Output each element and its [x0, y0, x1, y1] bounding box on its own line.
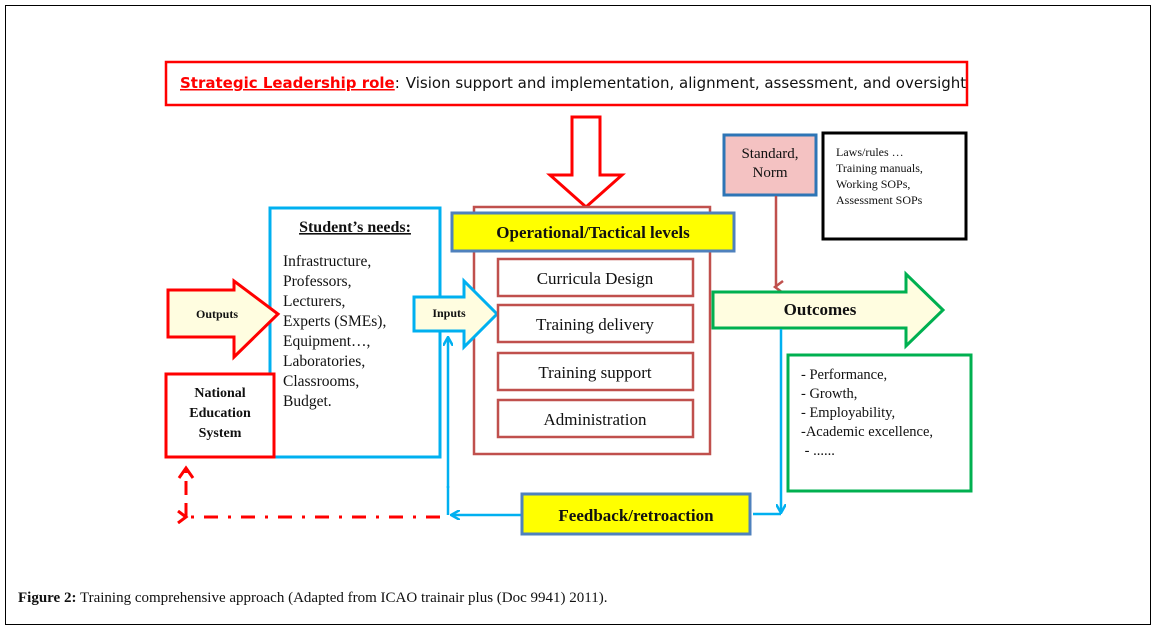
caption-text: Training comprehensive approach (Adapted…	[76, 590, 608, 606]
svg-text:Training support: Training support	[538, 363, 651, 382]
outcomes-label: Outcomes	[784, 300, 857, 319]
svg-text:Administration: Administration	[544, 410, 647, 429]
figure-caption: Figure 2: Training comprehensive approac…	[18, 590, 607, 607]
feedback-label: Feedback/retroaction	[558, 506, 714, 525]
operational-item-administration: Administration	[496, 398, 695, 439]
operational-title: Operational/Tactical levels	[496, 223, 690, 242]
up-arrowhead-icon	[177, 465, 195, 479]
students-need-item: Experts (SMEs),	[283, 313, 386, 330]
outcome-item: - Growth,	[801, 386, 857, 402]
standard-norm-line2: Norm	[753, 165, 788, 181]
students-need-item: Equipment…,	[283, 333, 370, 350]
outcomes-arrow: Outcomes	[711, 270, 946, 350]
strategic-leadership-label: Strategic Leadership role	[180, 74, 395, 92]
outputs-arrow: Outputs	[166, 278, 281, 361]
students-need-item: Budget.	[283, 393, 332, 410]
outputs-label: Outputs	[196, 307, 238, 321]
laws-rules-box: Laws/rules … Training manuals, Working S…	[821, 131, 968, 241]
inputs-arrow: Inputs	[412, 277, 500, 351]
national-education-line: Education	[189, 406, 251, 421]
students-needs-title: Student’s needs:	[299, 219, 411, 236]
caption-label: Figure 2:	[18, 590, 77, 606]
students-need-item: Infrastructure,	[283, 253, 371, 270]
operational-title-banner: Operational/Tactical levels	[450, 211, 736, 253]
svg-text:Strategic Leadership role:Visi: Strategic Leadership role: Vision support…	[180, 74, 966, 92]
standard-norm-line1: Standard,	[741, 146, 798, 162]
laws-line-3: Assessment SOPs	[836, 193, 923, 207]
standard-norm-box: Standard, Norm	[722, 133, 818, 197]
strategic-leadership-box: Strategic Leadership role: Vision support…	[164, 60, 969, 107]
outcome-item: - Employability,	[801, 405, 895, 421]
students-need-item: Lecturers,	[283, 293, 345, 310]
students-need-item: Professors,	[283, 273, 351, 290]
operational-item-training-delivery: Training delivery	[496, 303, 695, 344]
operational-item-training-support: Training support	[496, 351, 695, 392]
national-education-line: System	[199, 426, 242, 441]
feedback-retroaction-box: Feedback/retroaction	[520, 492, 752, 536]
strategic-down-arrow-icon	[546, 115, 626, 210]
students-need-item: Laboratories,	[283, 353, 365, 370]
students-need-item: Classrooms,	[283, 373, 359, 390]
outcome-item: - ......	[801, 443, 835, 459]
strategic-separator: :	[395, 74, 400, 92]
inputs-label: Inputs	[432, 306, 466, 320]
laws-line-1: Training manuals,	[836, 161, 923, 175]
national-education-line: National	[194, 386, 245, 401]
strategic-leadership-text: Vision support and implementation, align…	[406, 74, 966, 92]
outcome-item: - Performance,	[801, 367, 887, 383]
operational-item-curricula-design: Curricula Design	[496, 257, 695, 298]
national-education-system-box: National Education System	[164, 372, 276, 459]
laws-line-0: Laws/rules …	[836, 145, 904, 159]
outcome-item: -Academic excellence,	[801, 424, 933, 440]
svg-text:Training delivery: Training delivery	[536, 315, 654, 334]
outcomes-list-box: - Performance, - Growth, - Employability…	[786, 353, 973, 493]
svg-text:Curricula Design: Curricula Design	[537, 269, 654, 288]
laws-line-2: Working SOPs,	[836, 177, 910, 191]
